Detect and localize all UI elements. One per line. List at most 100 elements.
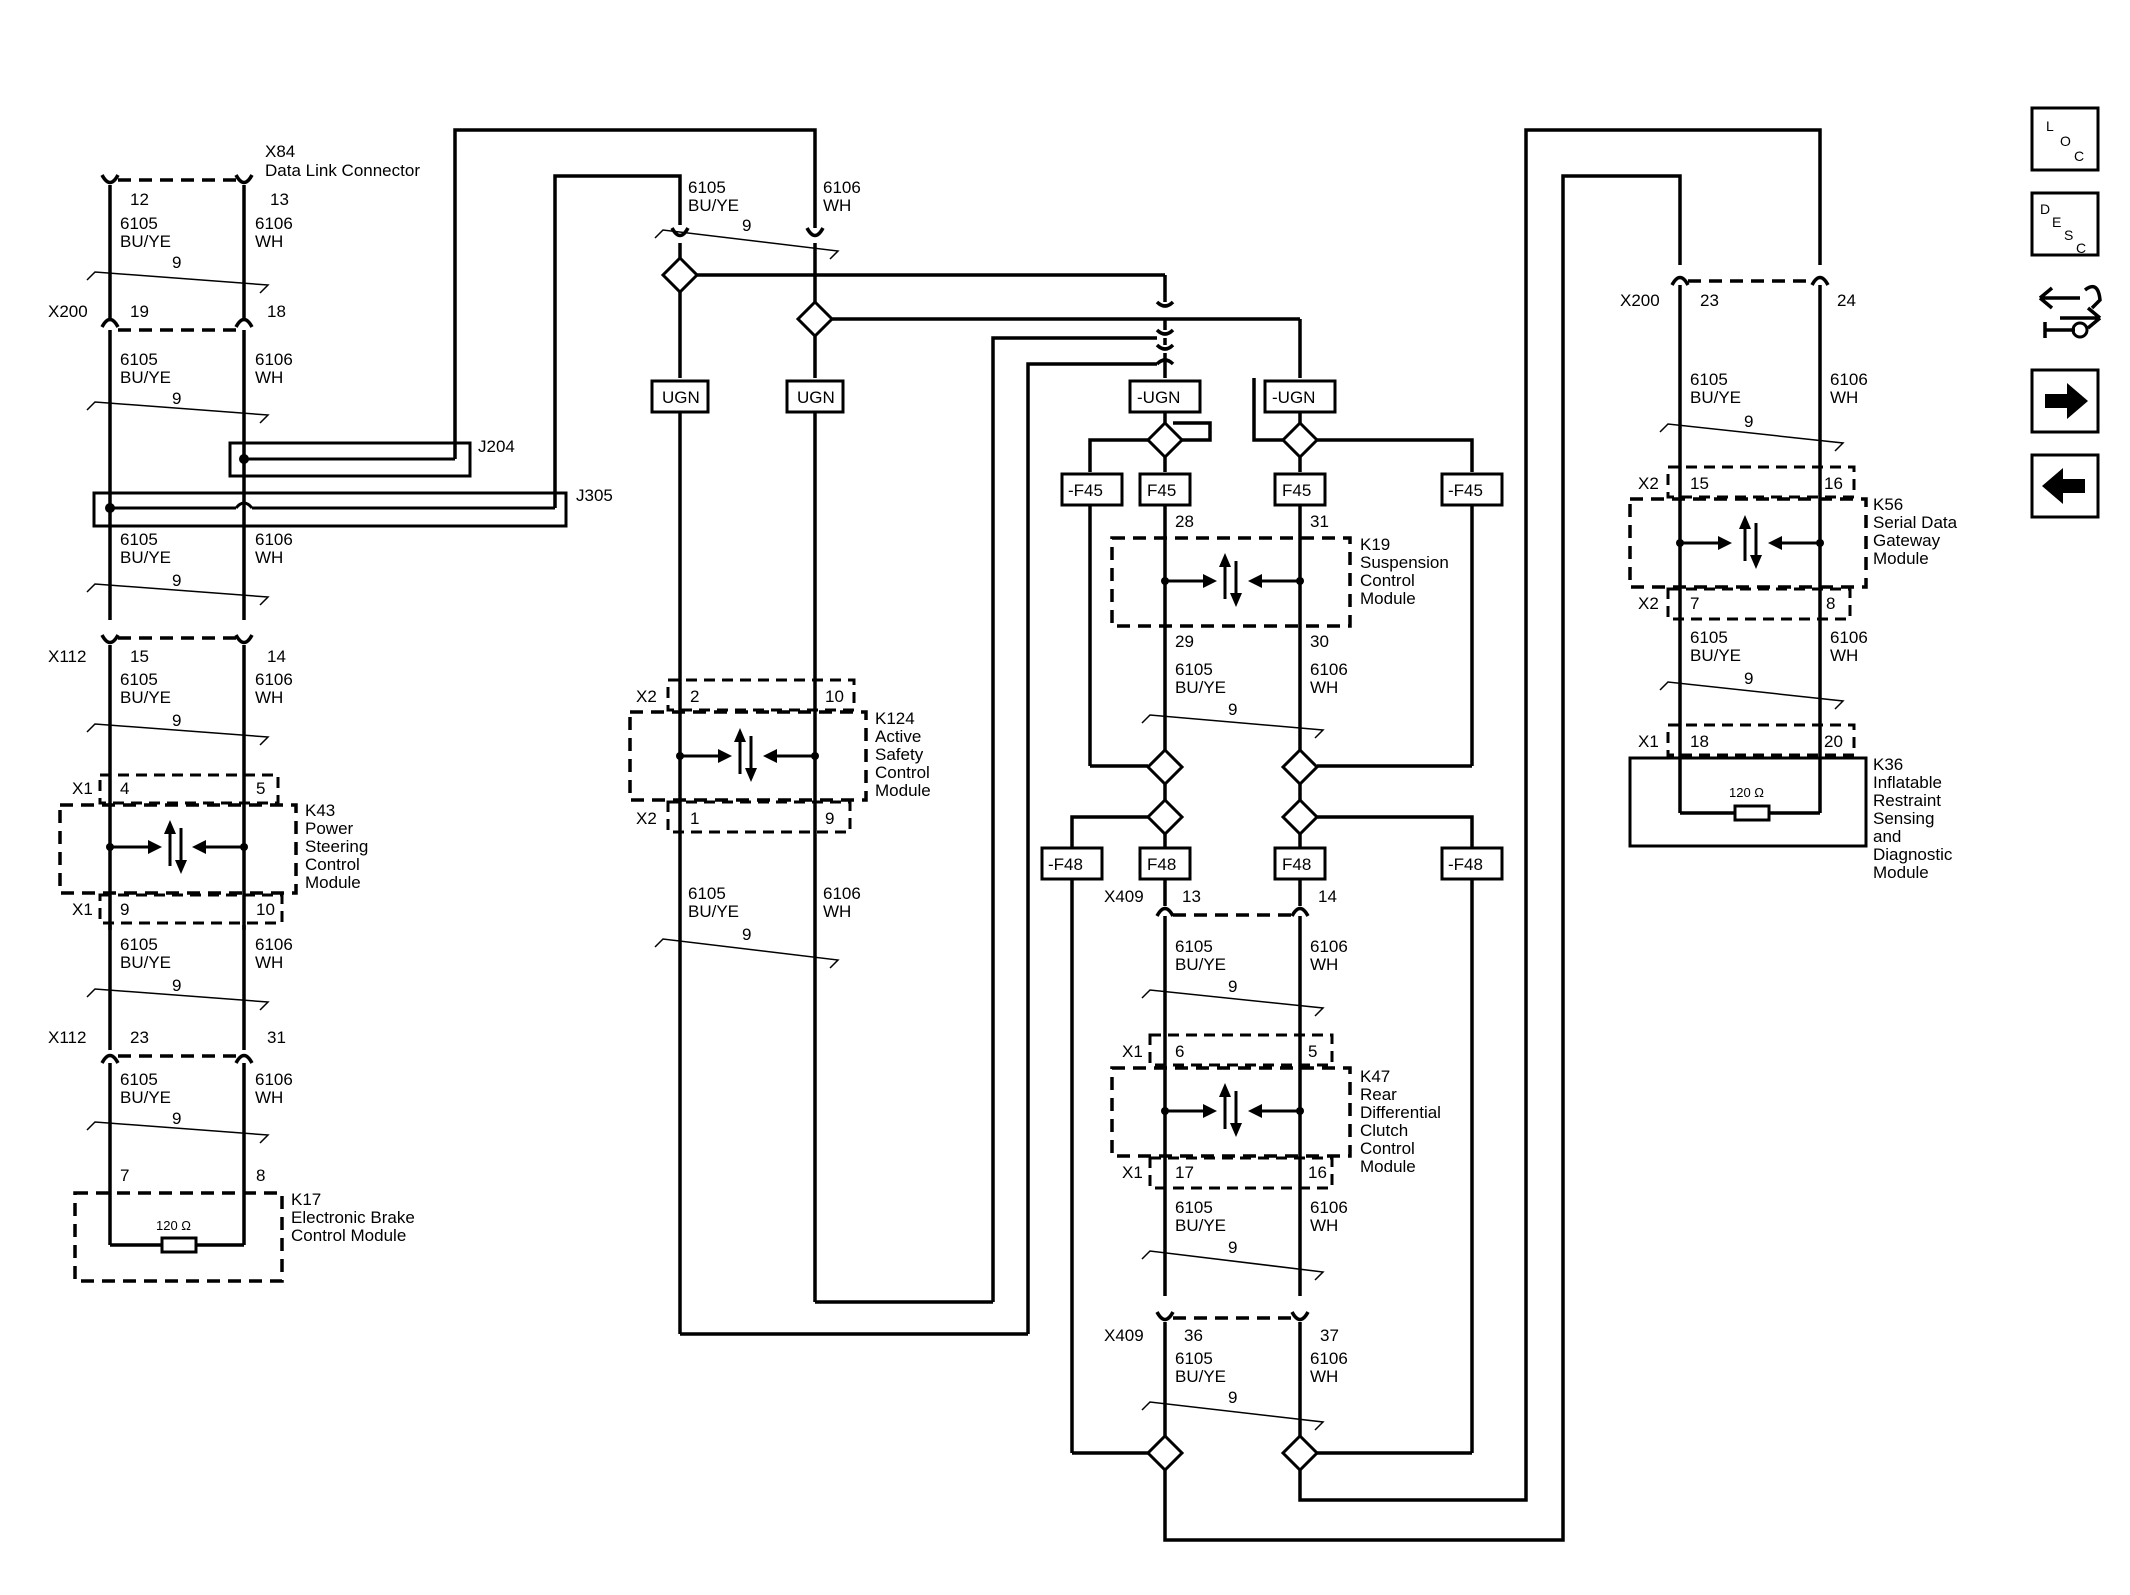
- k56-conn-bottom: X2: [1638, 594, 1659, 613]
- wire-color-a: BU/YE: [1175, 1216, 1226, 1235]
- twist-label: 9: [172, 389, 181, 408]
- center-bus: -UGN -UGN -F45 F45 F45 -F45: [1040, 128, 1822, 1542]
- wire-circuit-b: 6106: [1310, 937, 1348, 956]
- j305-label: J305: [576, 486, 613, 505]
- loc-button[interactable]: L O C: [2030, 106, 2100, 172]
- nav-panel: L O C D E S C: [2030, 106, 2102, 519]
- k56-line2: Gateway: [1873, 531, 1941, 550]
- x200-left-connector[interactable]: X200 19 18: [48, 302, 286, 332]
- k36-module[interactable]: X1 18 20 120 Ω K36 Inflatable Restraint …: [1628, 723, 1953, 882]
- wire-circuit-a: 6105: [120, 214, 158, 233]
- ugn-label-2: UGN: [797, 388, 835, 407]
- k47-pin-b: 5: [1308, 1042, 1317, 1061]
- wire-circuit-b: 6106: [255, 350, 293, 369]
- wire-circuit-b: 6106: [255, 1070, 293, 1089]
- prev-button[interactable]: [2030, 453, 2100, 519]
- x84-name: Data Link Connector: [265, 161, 420, 180]
- x409-upper-pin-a: 13: [1182, 887, 1201, 906]
- not-ugn-option-1[interactable]: [1128, 379, 1202, 414]
- x112-upper-pin-a: 15: [130, 647, 149, 666]
- x112-lower-pin-b: 31: [267, 1028, 286, 1047]
- j204-splice[interactable]: J204: [228, 437, 515, 478]
- x200-right-connector[interactable]: X200 23 24: [1620, 275, 1856, 311]
- f45-label-1: F45: [1147, 481, 1176, 500]
- k43-line4: Module: [305, 873, 361, 892]
- k56-pin-c: 7: [1690, 594, 1699, 613]
- k56-ref: K56: [1873, 495, 1903, 514]
- k36-pin-b: 20: [1824, 732, 1843, 751]
- k19-pin-b: 31: [1310, 512, 1329, 531]
- k47-module[interactable]: X1 6 5 X1 17 16 K47 Rear Differential Cl…: [1110, 1033, 1441, 1190]
- f45-option-2[interactable]: [1273, 472, 1327, 507]
- k47-pin-a: 6: [1175, 1042, 1184, 1061]
- j305-splice[interactable]: J305: [92, 486, 613, 528]
- k43-module[interactable]: X1 4 5 X1 9 10 K43 Power Steering Contro…: [58, 773, 368, 930]
- wire-color-b: WH: [1310, 955, 1338, 974]
- x200-right-pin-a: 23: [1700, 291, 1719, 310]
- k56-module[interactable]: X2 15 16 X2 7 8 K56 Serial Data Gateway …: [1628, 465, 1958, 621]
- k124-column: UGN UGN X2 2 10 X2 1 9 K124 Active: [628, 379, 1028, 1336]
- x84-pin-b: 13: [270, 190, 289, 209]
- k19-pin-d: 30: [1310, 632, 1329, 651]
- ugn-option-1[interactable]: [650, 379, 710, 414]
- k56-pin-d: 8: [1826, 594, 1835, 613]
- ugn-option-2[interactable]: [785, 379, 845, 414]
- f45-option-1[interactable]: [1138, 472, 1192, 507]
- loc-letter-1: L: [2046, 118, 2054, 134]
- twist-label: 9: [172, 976, 181, 995]
- arrow-right-icon: [2045, 383, 2088, 419]
- wire-circuit-a: 6105: [1690, 628, 1728, 647]
- k36-line2: Restraint: [1873, 791, 1941, 810]
- wire-circuit-b: 6106: [255, 530, 293, 549]
- connector-repair-icon[interactable]: [2038, 284, 2102, 339]
- x409-lower-ref: X409: [1104, 1326, 1144, 1345]
- not-ugn-option-2[interactable]: [1263, 379, 1337, 414]
- wire-color-b: WH: [255, 953, 283, 972]
- loc-letter-2: O: [2060, 133, 2071, 149]
- twist-label: 9: [172, 1109, 181, 1128]
- k56-conn-top: X2: [1638, 474, 1659, 493]
- k43-ref: K43: [305, 801, 335, 820]
- wire-circuit-b: 6106: [1310, 1349, 1348, 1368]
- x200-right-pin-b: 24: [1837, 291, 1856, 310]
- wire-circuit-b: 6106: [255, 935, 293, 954]
- x200-left-ref: X200: [48, 302, 88, 321]
- f48-label-1: F48: [1147, 855, 1176, 874]
- twist-label: 9: [172, 711, 181, 730]
- wire-circuit-a: 6105: [1175, 660, 1213, 679]
- wire-color-a: BU/YE: [120, 1088, 171, 1107]
- x409-lower-connector[interactable]: X409 36 37: [1104, 1311, 1339, 1345]
- x112-lower-connector[interactable]: X112 23 31: [48, 1028, 286, 1064]
- k36-line5: Diagnostic: [1873, 845, 1953, 864]
- x112-upper-connector[interactable]: X112 15 14: [48, 634, 286, 666]
- k17-pin-a: 7: [120, 1166, 129, 1185]
- x200-right-ref: X200: [1620, 291, 1660, 310]
- k36-line1: Inflatable: [1873, 773, 1942, 792]
- x84-connector[interactable]: X84 Data Link Connector 12 13: [100, 142, 420, 209]
- k124-pin-a: 2: [690, 687, 699, 706]
- k19-module[interactable]: 28 31 29 30 K19 Suspension Control Modul…: [1110, 512, 1449, 651]
- twist-label: 9: [1744, 412, 1753, 431]
- wire-circuit-a: 6105: [120, 935, 158, 954]
- k124-module[interactable]: X2 2 10 X2 1 9 K124 Active Safety Contro…: [628, 678, 931, 834]
- wire-circuit-b: 6106: [1830, 370, 1868, 389]
- ugn-label-1: UGN: [662, 388, 700, 407]
- x409-upper-connector[interactable]: X409 13 14: [1104, 887, 1337, 917]
- desc-button[interactable]: D E S C: [2030, 191, 2100, 257]
- k124-line3: Control: [875, 763, 930, 782]
- wire-circuit-b: 6106: [823, 884, 861, 903]
- k17-module[interactable]: 7 8 120 Ω K17 Electronic Brake Control M…: [73, 1166, 415, 1283]
- not-f45-option-1[interactable]: [1060, 472, 1124, 507]
- x409-lower-pin-b: 37: [1320, 1326, 1339, 1345]
- k56-pin-a: 15: [1690, 474, 1709, 493]
- twist-label: 9: [172, 571, 181, 590]
- k47-line1: Rear: [1360, 1085, 1397, 1104]
- f45-label-2: F45: [1282, 481, 1311, 500]
- k43-pin-c: 9: [120, 900, 129, 919]
- k56-line3: Module: [1873, 549, 1929, 568]
- next-button[interactable]: [2030, 368, 2100, 434]
- x112-lower-ref: X112: [48, 1028, 86, 1047]
- x200-left-pin-b: 18: [267, 302, 286, 321]
- wire-color-b: WH: [255, 548, 283, 567]
